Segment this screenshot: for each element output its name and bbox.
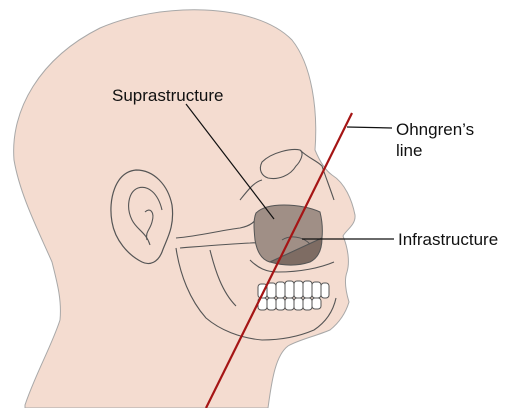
- label-ohngrens-line: Ohngren’s line: [396, 119, 486, 161]
- tooth: [276, 282, 285, 298]
- tooth: [312, 298, 321, 309]
- tooth: [294, 298, 303, 310]
- leader-ohngrens-line: [347, 127, 392, 128]
- tooth: [321, 283, 329, 298]
- tooth: [285, 298, 294, 310]
- tooth: [267, 298, 276, 310]
- tooth: [303, 298, 312, 310]
- tooth: [312, 282, 321, 298]
- label-suprastructure: Suprastructure: [112, 85, 224, 106]
- teeth: [258, 281, 329, 310]
- tooth: [285, 281, 294, 298]
- tooth: [276, 298, 285, 310]
- tooth: [303, 281, 312, 298]
- tooth: [267, 283, 276, 298]
- label-infrastructure: Infrastructure: [398, 229, 498, 250]
- tooth: [294, 281, 303, 298]
